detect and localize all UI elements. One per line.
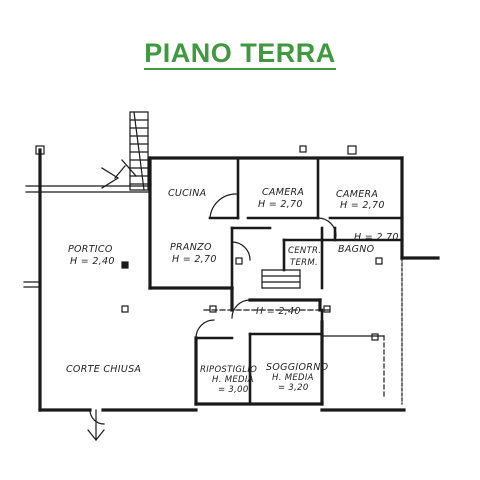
label-ripostiglio-h2: = 3,00 [218,385,249,395]
plan-title-text: PIANO TERRA [144,38,336,70]
thin-lines [23,185,403,441]
label-pranzo: PRANZO [170,242,212,253]
label-soggiorno: SOGGIORNO [266,362,329,373]
label-centrale-termica-1: CENTR. [288,246,321,256]
interior-walls [194,156,404,406]
label-corte-chiusa: CORTE CHIUSA [66,364,141,375]
staircase [114,111,149,191]
label-cucina: CUCINA [168,188,206,199]
outer-walls [38,148,440,412]
label-portico: PORTICO [68,244,113,255]
label-centrale-termica-2: TERM. [290,258,318,268]
door-arrow [101,167,120,189]
label-camera-1: CAMERA [262,187,304,198]
label-pranzo-height: H = 2,70 [172,254,217,265]
label-soggiorno-h1: H. MEDIA [272,373,314,383]
column-posts [35,145,383,341]
label-camera-2-height: H = 2,70 [340,200,385,211]
plan-title: PIANO TERRA [0,38,480,70]
label-camera-2: CAMERA [336,189,378,200]
label-camera-1-height: H = 2,70 [258,199,303,210]
label-portico-height: H = 2,40 [70,256,115,267]
label-ripostiglio-h1: H. MEDIA [212,375,254,385]
label-camera-3-height: H = 2,70 [354,232,399,243]
label-bagno: BAGNO [338,244,375,255]
label-soggiorno-h2: = 3,20 [278,383,309,393]
label-ripostiglio: RIPOSTIGLIO [200,365,257,375]
label-corridor-height: H = 2,40 [256,306,301,317]
